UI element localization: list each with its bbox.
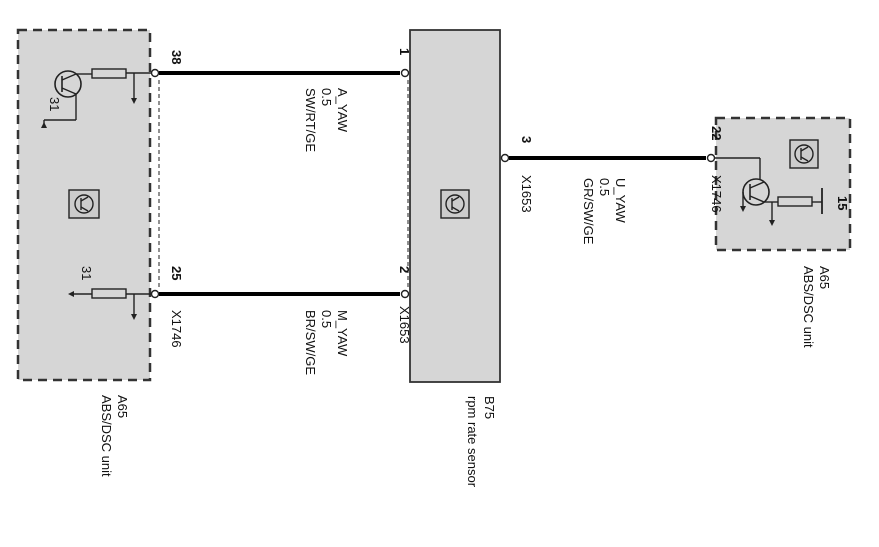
wire-m-yaw-signal: M_YAW [335,310,350,357]
sensor-pin-2-terminal [400,289,410,299]
right-connector-label: X1746 [709,175,724,213]
left-pin-25-label: 25 [169,266,184,280]
right-ecu-symbol-icon [789,139,819,169]
left-abs-dsc-unit: 38 25 31 31 X1746 A65 ABS/DSC unit [16,28,184,477]
right-abs-dsc-unit: 22 15 X1746 A65 ABS/DSC unit [706,116,852,348]
sensor-name: B75 [482,396,497,419]
right-pin-22-terminal [706,153,716,163]
right-unit-desc: ABS/DSC unit [801,266,816,348]
wire-a-yaw-signal: A_YAW [335,88,350,133]
left-unit-name: A65 [115,395,130,418]
wire-m-yaw-size: 0.5 [319,310,334,328]
sensor-pin-3-terminal [500,153,510,163]
left-pin-38-terminal [150,68,160,78]
left-unit-desc: ABS/DSC unit [99,395,114,477]
right-supply-label: 15 [835,196,850,210]
wire-a-yaw-size: 0.5 [319,88,334,106]
left-bottom-resistor-icon [68,288,154,320]
sensor-pin-1-terminal [400,68,410,78]
left-pin-38-label: 38 [169,50,184,64]
left-top-resistor-icon [91,68,154,104]
wire-u-yaw-signal: U_YAW [613,178,628,224]
wire-u-yaw-color: GR/SW/GE [581,178,596,245]
right-resistor-icon [764,188,823,226]
sensor-desc: rpm rate sensor [465,396,480,488]
left-connector-label: X1746 [169,310,184,348]
sensor-connector-right: X1653 [519,175,534,213]
wire-m-yaw-color: BR/SW/GE [303,310,318,375]
left-top-transistor-icon [41,70,92,128]
wire-u-yaw-size: 0.5 [597,178,612,196]
left-bottom-ground-label: 31 [79,266,94,280]
left-top-ground-label: 31 [47,97,62,111]
sensor-symbol-icon [440,189,470,219]
sensor-connector-left: X1653 [397,306,412,344]
wire-a-yaw-color: SW/RT/GE [303,88,318,152]
left-pin-25-terminal [150,289,160,299]
right-pin-22-label: 22 [709,126,724,140]
sensor-pin-3-label: 3 [519,136,534,143]
sensor-pin-1-label: 1 [397,48,412,55]
right-unit-name: A65 [817,266,832,289]
sensor-pin-2-label: 2 [397,266,412,273]
rpm-rate-sensor: 1 2 3 X1653 X1653 B75 rpm rate sensor [397,29,534,488]
left-ecu-symbol-icon [68,189,100,219]
right-transistor-icon [715,157,770,212]
